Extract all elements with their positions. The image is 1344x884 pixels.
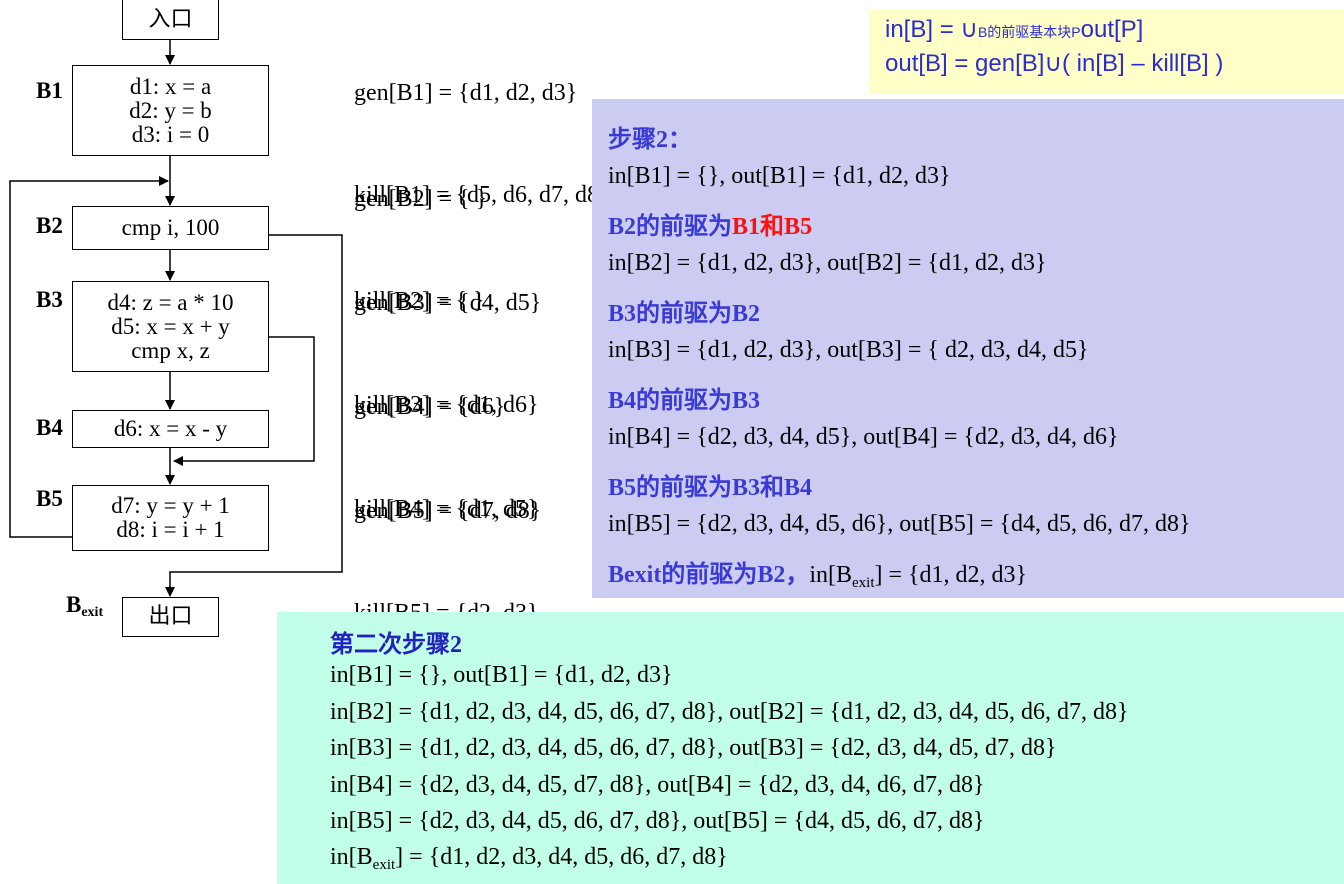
step2-panel: 步骤2： in[B1] = {}, out[B1] = {d1, d2, d3}… — [592, 99, 1344, 598]
entry-node: 入口 — [122, 0, 219, 40]
flow-edges — [9, 40, 343, 597]
gen-b1: gen[B1] = {d1, d2, d3} — [354, 80, 578, 106]
pass2-exit-prefix: in[B — [330, 844, 373, 870]
step2-pred-b4: B4的前驱为B3 — [608, 388, 761, 414]
formula-in: in[B] = ∪B的前驱基本块Pout[P] — [885, 14, 1344, 48]
step2-pred-b3: B3的前驱为B2 — [608, 301, 761, 327]
step2-line3: in[B3] = {d1, d2, d3}, out[B3] = { d2, d… — [608, 337, 1089, 363]
flow-graph: 入口 B1 d1: x = a d2: y = b d3: i = 0 B2 c… — [0, 0, 360, 640]
exit-block-label: Bexit — [66, 592, 103, 621]
pass2-line5: in[B5] = {d2, d3, d4, d5, d6, d7, d8}, o… — [330, 808, 985, 834]
b4-label: B4 — [36, 415, 63, 440]
gen-kill-b3: gen[B3] = {d4, d5} kill[B3] = {d1, d6} — [354, 218, 541, 456]
b1-label: B1 — [36, 78, 63, 103]
b3-label: B3 — [36, 287, 63, 312]
pass2-title: 第二次步骤2 — [330, 632, 462, 658]
edge-b5-b2 — [9, 176, 169, 538]
step2-line1: in[B1] = {}, out[B1] = {d1, d2, d3} — [608, 163, 951, 189]
pass2-line1: in[B1] = {}, out[B1] = {d1, d2, d3} — [330, 662, 673, 688]
pass2-exit-suffix: ] = {d1, d2, d3, d4, d5, d6, d7, d8} — [395, 844, 728, 870]
pass2-line4: in[B4] = {d2, d3, d4, d5, d7, d8}, out[B… — [330, 772, 985, 798]
b1-line2: d2: y = b — [129, 97, 212, 123]
block-b3: d4: z = a * 10 d5: x = x + y cmp x, z — [72, 281, 269, 372]
formula-box: in[B] = ∪B的前驱基本块Pout[P] out[B] = gen[B]∪… — [869, 10, 1344, 94]
b2-label: B2 — [36, 213, 63, 238]
b5-line2: d8: i = i + 1 — [116, 517, 225, 542]
formula-out: out[B] = gen[B]∪( in[B] – kill[B] ) — [885, 50, 1224, 77]
step2-pred-b2-red: B1和B5 — [732, 214, 813, 240]
formula-in-prefix: in[B] = ∪ — [885, 16, 978, 43]
b3-line1: d4: z = a * 10 — [107, 289, 234, 315]
gen-kill-b4: gen[B4] = {d6} kill[B4] = {d1, d5} — [354, 322, 539, 560]
gen-b2: gen[B2] = { } — [354, 186, 488, 212]
kill-b2: kill[B2] = { } — [354, 288, 485, 314]
gen-kill-b2: gen[B2] = { } kill[B2] = { } — [354, 114, 487, 352]
step2-title: 步骤2： — [608, 127, 692, 153]
exit-node: 出口 — [122, 597, 219, 637]
b5-line1: d7: y = y + 1 — [111, 493, 230, 518]
step2-pred-b2-text: B2的前驱为 — [608, 214, 733, 240]
step2-pred-b5: B5的前驱为B3和B4 — [608, 475, 813, 501]
step2-exit-line: Bexit的前驱为B2，in[Bexit] = {d1, d2, d3} — [608, 554, 1027, 592]
b5-label: B5 — [36, 486, 63, 511]
step2-exit-in-sub: exit — [852, 575, 875, 591]
step2-exit-in-suffix: ] = {d1, d2, d3} — [874, 562, 1028, 588]
edge-b3-b5 — [173, 336, 315, 466]
b3-line3: cmp x, z — [131, 337, 210, 363]
gen-b5: gen[B5] = {d7, d8} — [354, 498, 542, 524]
b3-line2: d5: x = x + y — [111, 313, 230, 339]
pass2-line3: in[B3] = {d1, d2, d3, d4, d5, d6, d7, d8… — [330, 735, 1057, 761]
step2-line4: in[B4] = {d2, d3, d4, d5}, out[B4] = {d2… — [608, 424, 1119, 450]
kill-b3: kill[B3] = {d1, d6} — [354, 392, 539, 418]
step2-exit-in-prefix: in[B — [809, 562, 852, 588]
formula-in-sub: B的前驱基本块P — [977, 24, 1081, 40]
exit-label-sub: exit — [81, 605, 104, 620]
block-b2: cmp i, 100 — [72, 206, 269, 250]
exit-node-label: 出口 — [148, 604, 193, 629]
gen-b4: gen[B4] = {d6} — [354, 394, 506, 420]
formula-in-suffix: out[P] — [1080, 16, 1144, 43]
step2-pred-exit: Bexit的前驱为B2， — [608, 562, 810, 588]
edge-b2-exit — [165, 234, 343, 597]
gen-b3: gen[B3] = {d4, d5} — [354, 290, 542, 316]
pass2-line2: in[B2] = {d1, d2, d3, d4, d5, d6, d7, d8… — [330, 699, 1129, 725]
b4-line1: d6: x = x - y — [113, 416, 228, 441]
block-b5: d7: y = y + 1 d8: i = i + 1 — [72, 485, 269, 551]
step2-line2: in[B2] = {d1, d2, d3}, out[B2] = {d1, d2… — [608, 250, 1047, 276]
pass2-exit-sub: exit — [372, 857, 396, 873]
second-pass-panel: 第二次步骤2 in[B1] = {}, out[B1] = {d1, d2, d… — [277, 612, 1344, 884]
block-b1: d1: x = a d2: y = b d3: i = 0 — [72, 65, 269, 156]
b1-line3: d3: i = 0 — [131, 121, 210, 147]
exit-label-main: B — [66, 592, 82, 617]
b1-line1: d1: x = a — [129, 73, 212, 99]
block-b4: d6: x = x - y — [72, 410, 269, 448]
step2-line5: in[B5] = {d2, d3, d4, d5, d6}, out[B5] =… — [608, 511, 1191, 537]
b2-line1: cmp i, 100 — [121, 215, 220, 240]
step2-pred-b2: B2的前驱为B1和B5 — [608, 206, 812, 241]
pass2-exit-line: in[Bexit] = {d1, d2, d3, d4, d5, d6, d7,… — [330, 844, 728, 874]
entry-label: 入口 — [148, 6, 193, 32]
kill-b4: kill[B4] = {d1, d5} — [354, 496, 539, 522]
